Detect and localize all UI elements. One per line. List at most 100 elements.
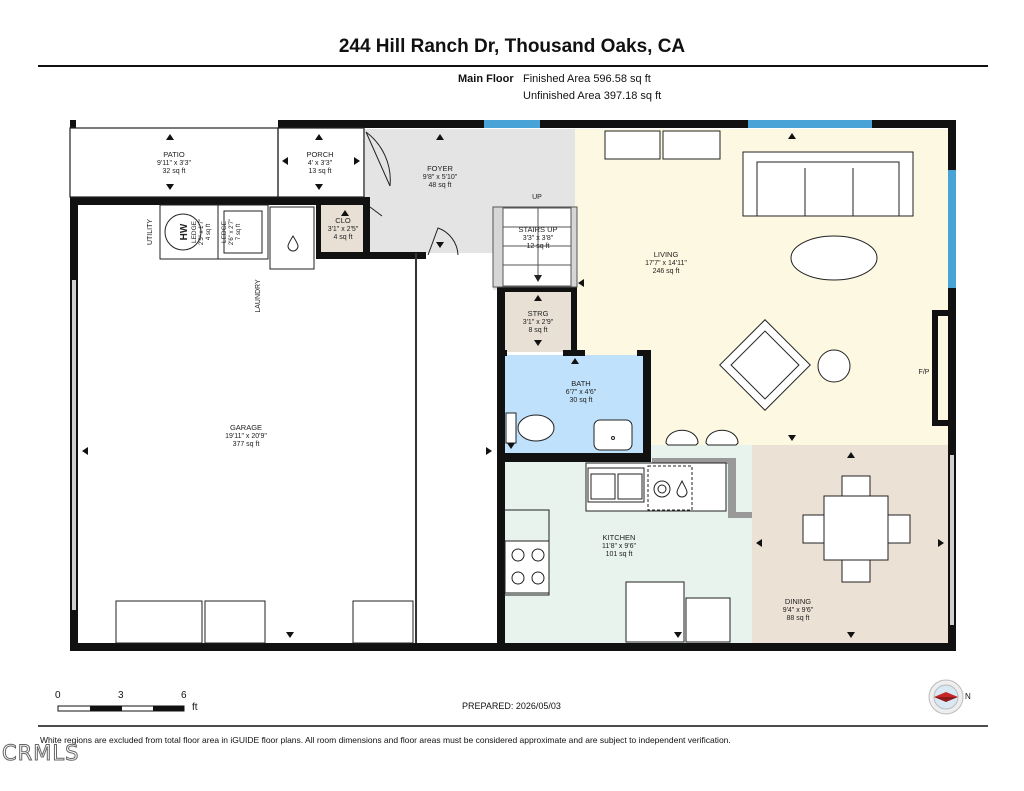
- fp-label: F/P: [919, 369, 930, 376]
- clo-name: CLO: [335, 216, 351, 225]
- fp-bottom: [932, 420, 948, 426]
- patio-dims: 9'11" x 3'3": [157, 160, 191, 167]
- wall-right: [948, 120, 956, 650]
- wall-foyer-top: [364, 120, 484, 128]
- ledge-1-name: LEDGE: [191, 220, 198, 243]
- stairs-name: STAIRS UP: [518, 225, 557, 234]
- dining-set: [802, 475, 911, 583]
- ledge-2-dims: 2'6" x 2'7": [229, 219, 235, 245]
- living-area: 246 sq ft: [653, 268, 680, 275]
- floor-name: Main Floor: [458, 73, 514, 85]
- prepared-date: PREPARED: 2026/05/03: [462, 701, 561, 711]
- ledge-2-label: LEDGE 2'6" x 2'7" 7 sq ft: [221, 219, 242, 245]
- wall-bottom: [70, 643, 956, 651]
- wall-bath-bottom: [497, 453, 651, 462]
- scale-unit: ft: [192, 702, 198, 713]
- wall-foyer-bottom: [316, 252, 426, 259]
- hw-label: HW: [179, 223, 190, 240]
- stair-arrow: [534, 275, 542, 282]
- utility-label: UTILITY: [147, 219, 154, 245]
- ledge-1-area: 4 sq ft: [206, 223, 212, 240]
- ledge-1-label: LEDGE 2'5" x 1'7" 4 sq ft: [191, 219, 212, 245]
- unfinished-area: Unfinished Area 397.18 sq ft: [523, 90, 662, 102]
- up-label: UP: [532, 194, 542, 201]
- ledge-1-dims: 2'5" x 1'7": [199, 219, 205, 245]
- ledge-2-name: LEDGE: [221, 220, 228, 243]
- window-foyer: [484, 120, 540, 128]
- window-living: [748, 120, 872, 128]
- wall-living-top-right: [872, 120, 956, 128]
- fp-top: [932, 310, 948, 316]
- foyer-area: 48 sq ft: [429, 182, 452, 189]
- wall-bath-right: [643, 350, 651, 462]
- watermark: CRMLS: [1, 741, 80, 766]
- garage-door-swing: [427, 227, 459, 256]
- kitchen-counters: [504, 429, 752, 643]
- scale-bar: [57, 705, 185, 712]
- page-title: 244 Hill Ranch Dr, Thousand Oaks, CA: [338, 36, 686, 57]
- strg-area: 8 sq ft: [528, 327, 547, 334]
- wall-clo-left: [316, 197, 321, 259]
- wall-porch-top: [278, 120, 364, 128]
- window-dining: [950, 455, 954, 625]
- wall-bath-top-left: [497, 350, 507, 356]
- clo-door: [369, 206, 383, 217]
- fp-face: [932, 310, 938, 426]
- stairs-dims: 3'3" x 3'8": [523, 235, 554, 242]
- scale-label-3: 3: [118, 690, 124, 701]
- stairs: [492, 206, 578, 288]
- patio-name: PATIO: [163, 150, 185, 159]
- bath-area: 30 sq ft: [570, 397, 593, 404]
- porch-outline: [277, 127, 365, 198]
- water-heater-icon: [287, 235, 299, 252]
- window-right: [948, 170, 956, 288]
- bath-fixtures: [505, 412, 633, 451]
- ledge-2-area: 7 sq ft: [236, 223, 242, 240]
- living-dims: 17'7" x 14'11": [645, 260, 687, 267]
- clo-fill: [321, 205, 363, 254]
- garage-area: 377 sq ft: [233, 441, 260, 448]
- wall-clo-right: [363, 197, 370, 254]
- bath-name: BATH: [571, 379, 590, 388]
- dining-area: 88 sq ft: [787, 615, 810, 622]
- foyer-dims: 9'8" x 5'10": [423, 174, 458, 181]
- living-furniture: [604, 130, 914, 411]
- bath-dims: 6'7" x 4'6": [566, 389, 597, 396]
- north-label: N: [965, 692, 971, 701]
- title-rule: [38, 65, 988, 67]
- wall-strg-top: [497, 286, 577, 292]
- dining-name: DINING: [785, 597, 811, 606]
- dining-dims: 9'4" x 9'6": [783, 607, 814, 614]
- front-door: [365, 131, 391, 187]
- scale-label-0: 0: [55, 690, 61, 701]
- strg-dims: 3'1" x 2'9": [523, 319, 554, 326]
- living-name: LIVING: [654, 250, 679, 259]
- garage-divider: [415, 253, 417, 643]
- disclaimer: White regions are excluded from total fl…: [40, 735, 731, 745]
- window-garage: [72, 280, 76, 610]
- porch-name: PORCH: [306, 150, 333, 159]
- strg-name: STRG: [528, 309, 549, 318]
- kitchen-dims: 11'8" x 9'6": [602, 543, 636, 550]
- garage-cabinets: [115, 600, 414, 644]
- garage-name: GARAGE: [230, 423, 262, 432]
- wall-strg-right: [571, 286, 577, 356]
- wall-garage-top: [70, 197, 370, 205]
- garage-dims: 19'11" x 20'9": [225, 433, 267, 440]
- finished-area: Finished Area 596.58 sq ft: [523, 73, 651, 85]
- kitchen-area: 101 sq ft: [606, 551, 633, 558]
- clo-area: 4 sq ft: [333, 234, 352, 241]
- patio-area: 32 sq ft: [163, 168, 186, 175]
- wall-living-top: [540, 120, 748, 128]
- porch-area: 13 sq ft: [309, 168, 332, 175]
- dimension-markers: [82, 133, 944, 638]
- north-arrow-icon: [928, 679, 964, 715]
- clo-dims: 3'1" x 2'5": [328, 226, 359, 233]
- wall-patio-corner: [70, 120, 76, 128]
- wall-bath-top-mid: [563, 350, 585, 356]
- kitchen-name: KITCHEN: [603, 533, 636, 542]
- laundry-label: LAUNDRY: [255, 279, 262, 313]
- scale-label-6: 6: [181, 690, 187, 701]
- wall-garage-right: [497, 252, 505, 648]
